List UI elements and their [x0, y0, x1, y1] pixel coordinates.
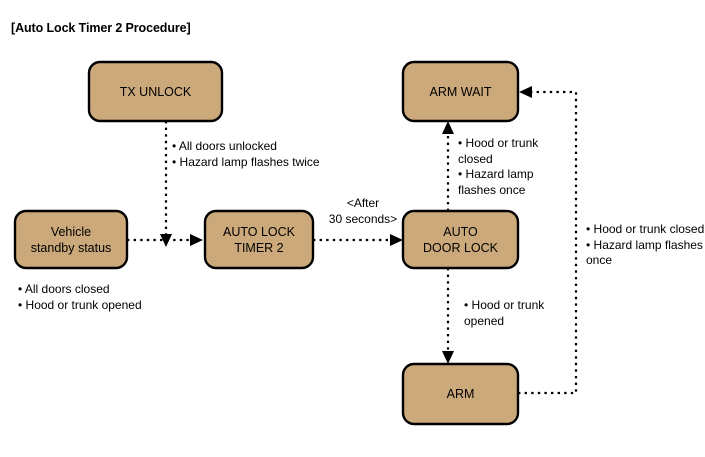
- edge-vehicle-standby-to-auto-lock-timer-2: [127, 234, 203, 246]
- edge-auto-door-lock-to-arm: [442, 268, 454, 364]
- node-shape-arm[interactable]: [401, 362, 520, 426]
- edge-arm-to-arm-wait-loopback: [518, 86, 578, 395]
- edge-tx-unlock-to-auto-lock-timer-2: [160, 121, 172, 247]
- annotation-after-30-seconds: <After 30 seconds>: [328, 196, 398, 226]
- node-shape-arm-wait[interactable]: [401, 60, 520, 123]
- node-shape-auto-lock-timer-2[interactable]: [203, 209, 315, 270]
- annotation-vehicle-standby-conditions: • All doors closed • Hood or trunk opene…: [18, 282, 142, 312]
- annotation-arm-conditions: • Hood or trunk opened: [464, 298, 545, 328]
- node-shape-auto-door-lock[interactable]: [401, 209, 520, 270]
- annotation-tx-unlock-conditions: • All doors unlocked • Hazard lamp flash…: [172, 139, 320, 169]
- edge-auto-door-lock-to-arm-wait: [442, 121, 454, 211]
- node-shape-tx-unlock[interactable]: [87, 60, 224, 123]
- node-shape-vehicle-standby[interactable]: [13, 209, 129, 270]
- edge-auto-lock-timer-2-to-auto-door-lock: [313, 234, 403, 246]
- page-title: [Auto Lock Timer 2 Procedure]: [11, 21, 191, 35]
- annotation-arm-wait-conditions: • Hood or trunk closed • Hazard lamp fla…: [458, 136, 539, 197]
- annotation-loopback-conditions: • Hood or trunk closed • Hazard lamp fla…: [586, 222, 705, 267]
